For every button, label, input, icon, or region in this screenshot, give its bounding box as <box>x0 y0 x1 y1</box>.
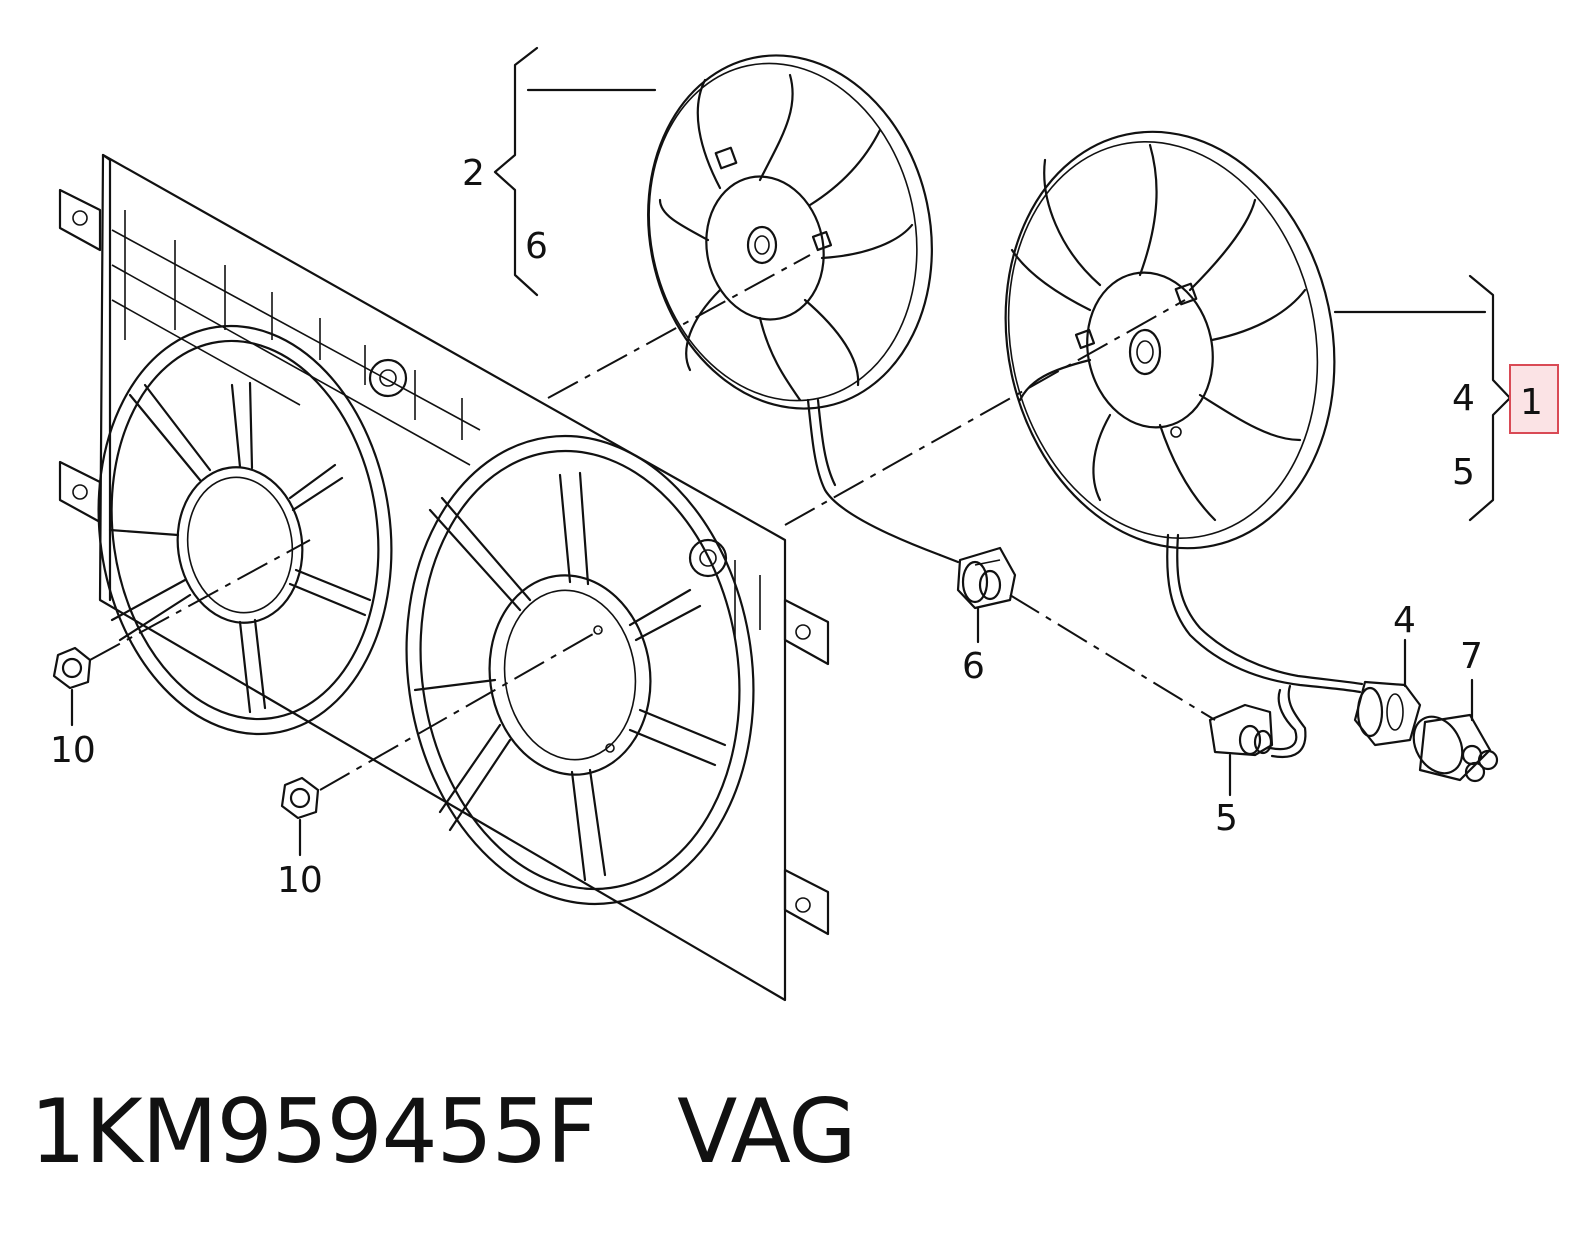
fan-shroud <box>58 153 830 1002</box>
nut-10-center <box>280 776 320 857</box>
label-group-5: 5 <box>1452 452 1475 493</box>
part-caption: 1KM959455F VAG <box>30 1080 857 1183</box>
nut-10-left <box>52 646 92 727</box>
connector-4 <box>1353 680 1422 747</box>
label-part-7: 7 <box>1460 636 1483 677</box>
shroud-mounting-tab <box>783 598 830 666</box>
shroud-mounting-tab <box>783 868 830 936</box>
label-part-6: 6 <box>962 646 985 687</box>
center-opening-spokes <box>413 471 727 882</box>
left-opening-spokes <box>108 381 372 714</box>
shroud-mounting-tab <box>58 460 102 524</box>
bracket-2-6 <box>493 46 657 297</box>
connector-7 <box>1412 713 1499 783</box>
part-number: 1KM959455F <box>30 1080 597 1183</box>
label-group-6: 6 <box>525 226 548 267</box>
fan-1-blades <box>1010 143 1307 522</box>
fan-2 <box>647 54 942 557</box>
label-part-10-left: 10 <box>50 730 96 771</box>
fan-1 <box>1004 130 1364 759</box>
label-part-4: 4 <box>1393 600 1416 641</box>
brand-name: VAG <box>677 1080 856 1183</box>
part-1-highlight[interactable] <box>1509 364 1559 434</box>
fan-2-blades <box>658 73 914 402</box>
label-part-10-center: 10 <box>277 860 323 901</box>
shroud-grid <box>111 210 761 640</box>
left-fan-opening <box>97 324 393 736</box>
shroud-grommet <box>368 358 408 398</box>
shroud-grommet <box>688 538 728 578</box>
label-part-2: 2 <box>462 153 485 194</box>
connector-5 <box>1208 703 1274 757</box>
bracket-1-4-5 <box>1333 274 1512 522</box>
shroud-mounting-tab <box>58 188 102 252</box>
label-part-1[interactable]: 1 <box>1520 382 1543 423</box>
assembly-lines <box>89 254 1216 791</box>
label-group-4: 4 <box>1452 378 1475 419</box>
center-fan-opening <box>405 434 755 906</box>
connector-6 <box>938 546 1017 610</box>
label-part-5: 5 <box>1215 798 1238 839</box>
